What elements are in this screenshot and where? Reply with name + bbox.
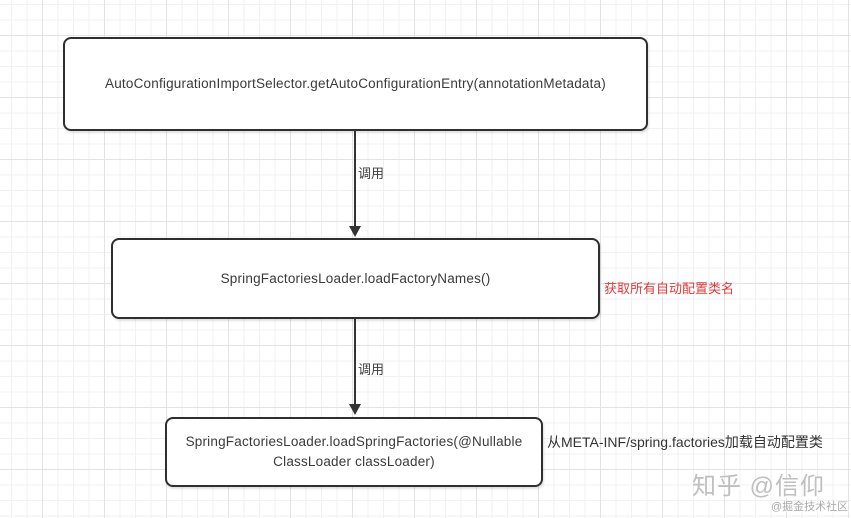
arrow-head-icon: [349, 226, 361, 237]
flow-node-load-factory-names: SpringFactoriesLoader.loadFactoryNames(): [111, 238, 600, 319]
node-label: SpringFactoriesLoader.loadSpringFactorie…: [185, 434, 523, 469]
arrow-line: [354, 131, 356, 227]
flow-node-get-auto-configuration-entry: AutoConfigurationImportSelector.getAutoC…: [63, 37, 648, 131]
juejin-community-watermark: @掘金技术社区: [771, 501, 849, 513]
node-label: AutoConfigurationImportSelector.getAutoC…: [105, 76, 606, 92]
arrow-head-icon: [349, 404, 361, 415]
flow-node-load-spring-factories: SpringFactoriesLoader.loadSpringFactorie…: [165, 417, 543, 487]
annotation-get-all-autoconfig-class-names: 获取所有自动配置类名: [604, 281, 735, 296]
edge-label-call-1: 调用: [358, 166, 385, 181]
edge-label-call-2: 调用: [358, 362, 385, 377]
zhihu-watermark: 知乎 @信仰: [692, 473, 826, 500]
annotation-load-from-spring-factories: 从META-INF/spring.factories加载自动配置类: [547, 434, 823, 450]
node-label: SpringFactoriesLoader.loadFactoryNames(): [220, 270, 491, 286]
arrow-line: [354, 319, 356, 405]
